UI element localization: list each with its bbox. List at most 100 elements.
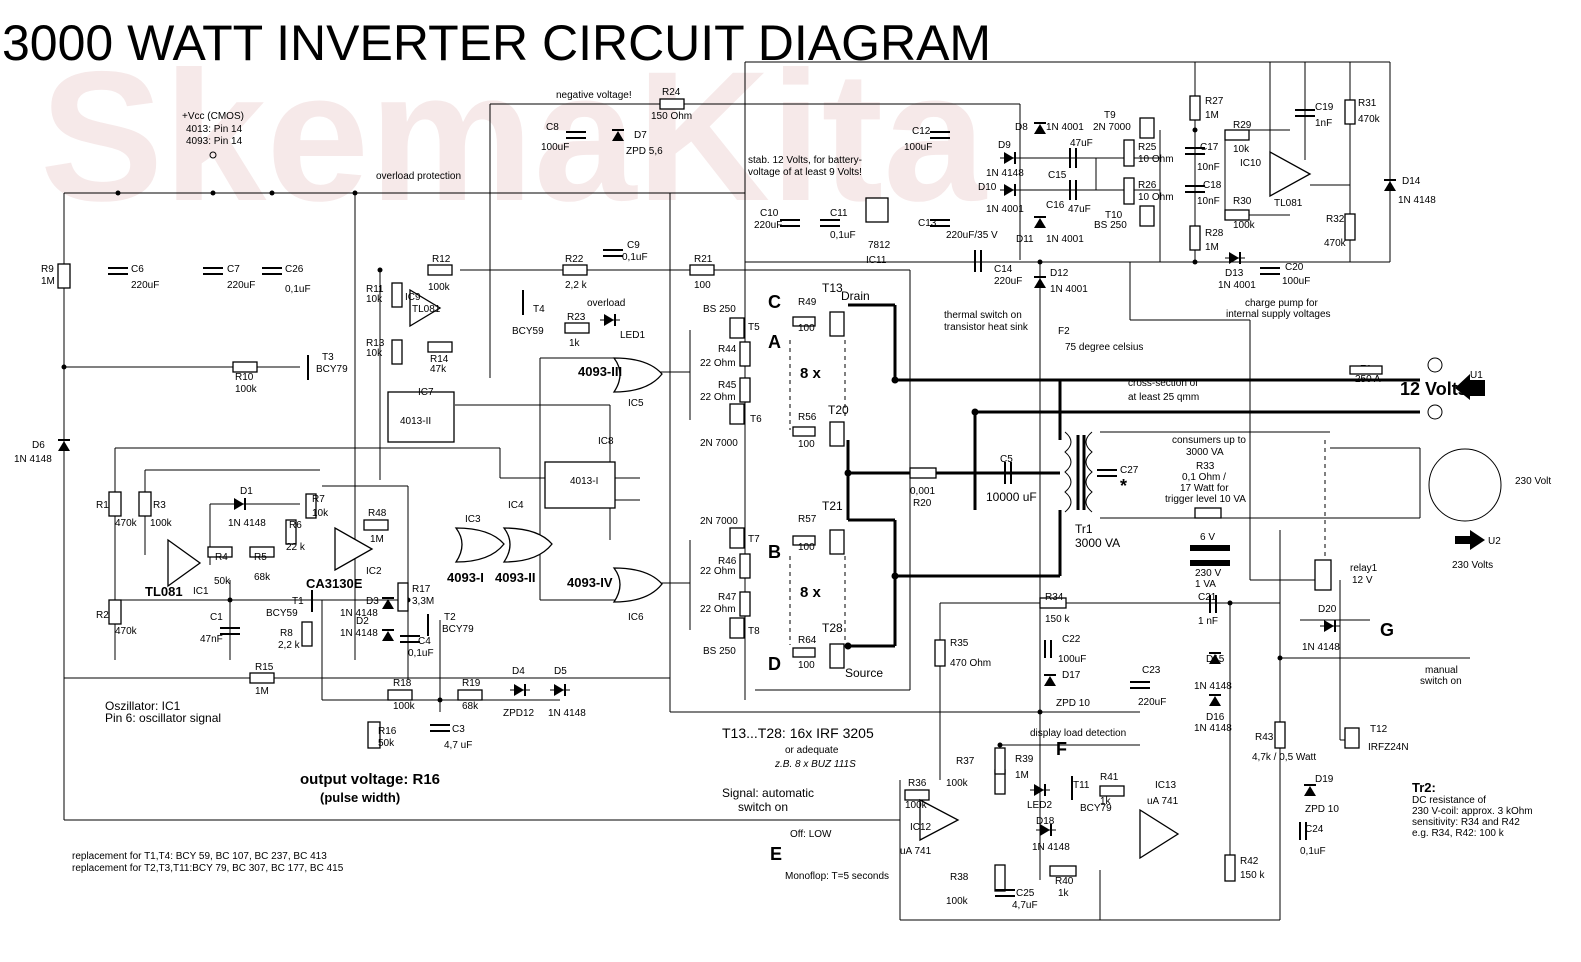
svg-text:R40: R40 [1055,876,1074,887]
svg-text:BS 250: BS 250 [1094,220,1127,231]
svg-text:100k: 100k [428,282,451,293]
svg-text:Monoflop: T=5 seconds: Monoflop: T=5 seconds [785,871,889,882]
point-d: D [768,654,781,674]
svg-text:R14: R14 [430,354,449,365]
svg-text:4093-II: 4093-II [495,570,535,585]
svg-text:R16: R16 [378,726,397,737]
svg-text:D6: D6 [32,440,45,451]
svg-text:1N 4148: 1N 4148 [1032,842,1070,853]
svg-text:C7: C7 [227,264,240,275]
svg-text:R23: R23 [567,312,586,323]
svg-text:TL081: TL081 [1274,198,1303,209]
svg-text:2N 7000: 2N 7000 [700,438,738,449]
svg-text:C15: C15 [1048,170,1067,181]
svg-text:R2: R2 [96,610,109,621]
svg-text:4093-III: 4093-III [578,364,622,379]
svg-text:D19: D19 [1315,774,1334,785]
point-e: E [770,844,782,864]
svg-text:D1: D1 [240,486,253,497]
svg-text:R64: R64 [798,635,817,646]
svg-text:IC12: IC12 [910,822,932,833]
svg-text:R7: R7 [312,494,325,505]
svg-text:100uF: 100uF [1058,654,1086,665]
svg-text:LED1: LED1 [620,330,645,341]
svg-text:R6: R6 [289,520,302,531]
svg-text:4,7k / 0,5 Watt: 4,7k / 0,5 Watt [1252,752,1316,763]
svg-text:100uF: 100uF [1282,276,1310,287]
svg-text:220uF: 220uF [754,220,782,231]
svg-text:22 Ohm: 22 Ohm [700,358,736,369]
svg-text:T6: T6 [750,414,762,425]
svg-text:R45: R45 [718,380,737,391]
svg-text:T8: T8 [748,626,760,637]
svg-text:230 V-coil: approx. 3 kOhm: 230 V-coil: approx. 3 kOhm [1412,806,1533,817]
svg-text:10k: 10k [1233,144,1250,155]
svg-text:10k: 10k [312,508,329,519]
svg-text:R9: R9 [41,264,54,275]
svg-text:transistor heat sink: transistor heat sink [944,322,1029,333]
svg-text:R29: R29 [1233,120,1252,131]
svg-text:230 V: 230 V [1195,568,1221,579]
svg-text:Pin 6: oscillator signal: Pin 6: oscillator signal [105,711,221,725]
page-title: 3000 WATT INVERTER CIRCUIT DIAGRAM [2,15,991,71]
svg-text:relay1: relay1 [1350,563,1378,574]
svg-text:1 VA: 1 VA [1195,579,1216,590]
svg-text:68k: 68k [254,572,271,583]
svg-text:6 V: 6 V [1200,532,1215,543]
svg-text:1N 4001: 1N 4001 [1050,284,1088,295]
svg-text:8 x: 8 x [800,365,822,382]
svg-text:D14: D14 [1402,176,1421,187]
svg-text:4093-I: 4093-I [447,570,484,585]
svg-text:250 A: 250 A [1355,374,1381,385]
svg-text:R32: R32 [1326,214,1345,225]
svg-text:12 V: 12 V [1352,575,1373,586]
svg-text:10000 uF: 10000 uF [986,490,1037,504]
svg-text:BCY59: BCY59 [512,326,544,337]
svg-text:overload: overload [587,298,625,309]
svg-text:C20: C20 [1285,262,1304,273]
svg-text:T10: T10 [1105,210,1123,221]
svg-text:LED2: LED2 [1027,800,1052,811]
svg-text:3000 VA: 3000 VA [1186,447,1224,458]
svg-text:D7: D7 [634,130,647,141]
svg-text:100k: 100k [150,518,173,529]
svg-text:47nF: 47nF [200,634,223,645]
svg-text:R37: R37 [956,756,975,767]
svg-text:Signal: automatic: Signal: automatic [722,786,814,800]
svg-text:R22: R22 [565,254,584,265]
svg-text:0,1uF: 0,1uF [622,252,648,263]
svg-text:BCY79: BCY79 [316,364,348,375]
svg-text:e.g. R34, R42: 100 k: e.g. R34, R42: 100 k [1412,828,1505,839]
svg-text:R17: R17 [412,584,431,595]
svg-text:D10: D10 [978,182,997,193]
svg-text:0,1uF: 0,1uF [830,230,856,241]
svg-text:BCY59: BCY59 [266,608,298,619]
svg-text:negative voltage!: negative voltage! [556,90,632,101]
svg-text:D2: D2 [356,616,369,627]
svg-text:D17: D17 [1062,670,1081,681]
svg-text:or adequate: or adequate [785,745,839,756]
svg-text:1 nF: 1 nF [1198,616,1218,627]
svg-text:R3: R3 [153,500,166,511]
svg-text:4,7uF: 4,7uF [1012,900,1038,911]
svg-text:1N 4148: 1N 4148 [340,628,378,639]
svg-text:R56: R56 [798,412,817,423]
svg-text:1M: 1M [1205,110,1219,121]
svg-text:R27: R27 [1205,96,1224,107]
svg-text:R57: R57 [798,514,817,525]
svg-text:8 x: 8 x [800,584,822,601]
svg-text:47uF: 47uF [1070,138,1093,149]
svg-text:thermal switch on: thermal switch on [944,310,1022,321]
svg-text:C3: C3 [452,724,465,735]
power-wires [846,303,1420,648]
svg-text:trigger level 10 VA: trigger level 10 VA [1165,494,1246,505]
svg-text:T1: T1 [292,596,304,607]
svg-text:D13: D13 [1225,268,1244,279]
svg-text:ZPD 5,6: ZPD 5,6 [626,146,663,157]
svg-text:D16: D16 [1206,712,1225,723]
svg-text:switch on: switch on [738,800,788,814]
svg-text:T3: T3 [322,352,334,363]
svg-text:1N 4001: 1N 4001 [1218,280,1256,291]
svg-text:1N 4148: 1N 4148 [1194,723,1232,734]
